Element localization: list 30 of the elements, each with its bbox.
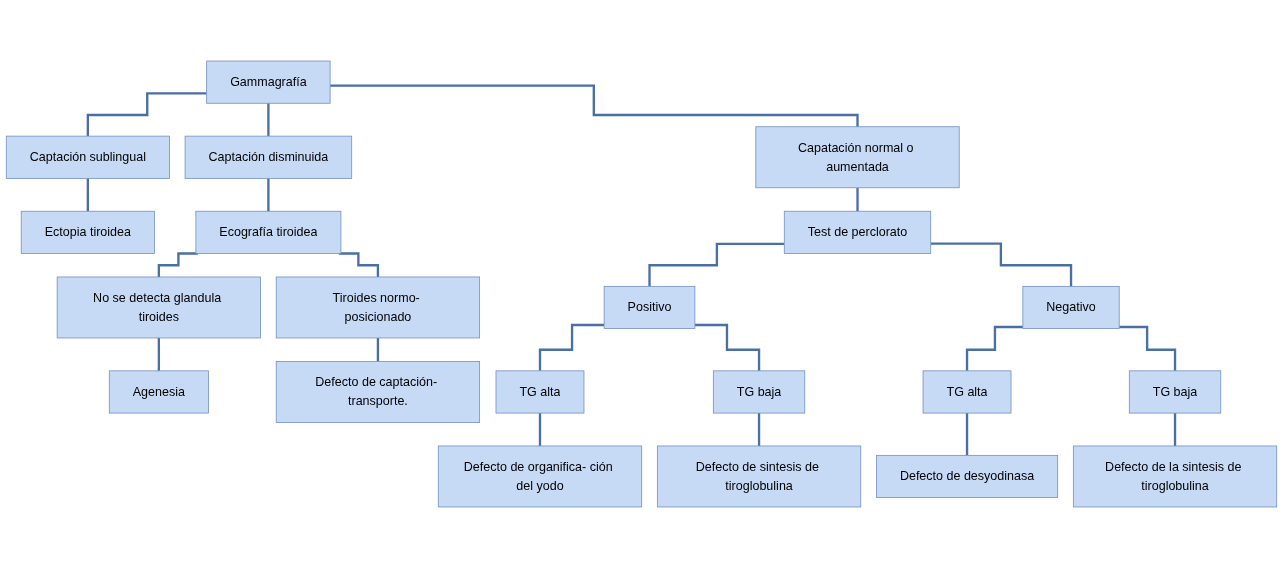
connector <box>856 186 859 213</box>
connector <box>648 242 785 288</box>
node-box: Capatación normal o aumentada <box>755 126 960 189</box>
node-box: No se detecta glandula tiroides <box>56 276 261 339</box>
node-box: Tiroides normo- posicionado <box>275 276 481 339</box>
node-box: TG baja <box>712 370 806 414</box>
connector <box>330 84 859 128</box>
node-box: Defecto de desyodinasa <box>876 454 1059 498</box>
node-box: Test de perclorato <box>783 210 932 254</box>
node-box: Defecto de captación- transporte. <box>275 361 481 423</box>
node-box: TG alta <box>922 370 1012 414</box>
connector <box>267 102 270 138</box>
node-box: TG baja <box>1128 370 1222 414</box>
node-box: Captación sublingual <box>5 135 170 179</box>
connector <box>86 177 89 213</box>
node-box: Ecografía tiroidea <box>195 210 342 254</box>
connector <box>930 242 1073 288</box>
node-box: Positivo <box>603 285 696 329</box>
node-box: Gammagrafía <box>206 60 331 104</box>
node-box: Ectopia tiroidea <box>20 210 155 254</box>
node-box: Captación disminuida <box>184 135 353 179</box>
connector <box>267 177 270 213</box>
node-box: Defecto de organifica- ción del yodo <box>437 445 643 508</box>
connector <box>376 336 380 363</box>
node-box: Agenesia <box>108 370 209 414</box>
node-box: Defecto de sintesis de tiroglobulina <box>656 445 862 508</box>
connector <box>86 92 207 138</box>
node-box: Negativo <box>1022 285 1120 329</box>
node-box: TG alta <box>495 370 585 414</box>
node-box: Defecto de la sintesis de tiroglobulina <box>1072 445 1278 508</box>
